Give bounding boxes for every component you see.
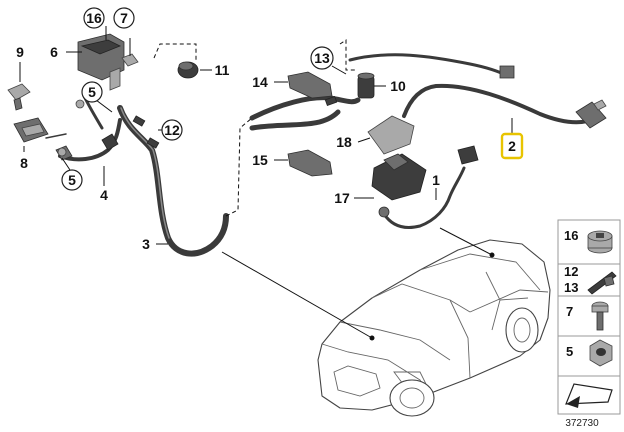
callout-circle-5b xyxy=(61,169,83,191)
callout-4: 4 xyxy=(100,187,108,203)
legend-label-5: 5 xyxy=(566,344,573,359)
callout-18: 18 xyxy=(336,134,352,150)
bolt-icon xyxy=(591,301,609,331)
callout-5a: 5 xyxy=(88,84,96,100)
callout-circle-12 xyxy=(161,119,183,141)
dash-11-bracket xyxy=(153,43,197,60)
callout-1: 1 xyxy=(432,172,440,188)
callout-6: 6 xyxy=(50,44,58,60)
callout-3: 3 xyxy=(142,236,150,252)
legend-label-7: 7 xyxy=(566,304,573,319)
callout-9: 9 xyxy=(16,44,24,60)
cable-tie-icon xyxy=(587,271,617,295)
legend-label-12: 12 xyxy=(564,264,578,279)
legend-label-13: 13 xyxy=(564,280,578,295)
part-11-grommet xyxy=(177,61,199,79)
part-15-bracket xyxy=(287,149,333,177)
part-12-cable-tie xyxy=(132,95,338,149)
reference-number: 372730 xyxy=(565,418,599,429)
callout-16: 16 xyxy=(86,10,102,26)
callout-12: 12 xyxy=(164,122,180,138)
cable-3 xyxy=(117,95,361,257)
part-8-clamp xyxy=(13,117,67,143)
legend-cell-7 xyxy=(557,295,621,337)
callout-7: 7 xyxy=(120,10,128,26)
callout-17: 17 xyxy=(334,190,350,206)
part-18-cover xyxy=(367,115,415,155)
part-7-nut xyxy=(121,53,139,67)
vehicle-outline xyxy=(317,239,551,417)
direction-arrow-icon xyxy=(565,383,613,408)
callout-11: 11 xyxy=(215,62,230,78)
callout-circle-13 xyxy=(310,46,334,70)
part-9-terminal xyxy=(7,83,31,111)
part-14-bracket xyxy=(287,71,333,99)
callout-2: 2 xyxy=(508,138,516,154)
callouts: 16 7 6 9 11 5 12 8 5 4 3 13 14 10 18 15 xyxy=(16,7,524,252)
callout-5b: 5 xyxy=(68,172,76,188)
cable-1 xyxy=(378,145,479,229)
callout-circle-7 xyxy=(113,7,135,29)
part-6-fuse-box xyxy=(77,33,125,91)
callout-10: 10 xyxy=(390,78,406,94)
ring-terminals xyxy=(57,99,85,157)
plug-icon xyxy=(587,230,613,254)
legend-panel: 16 12 13 7 5 xyxy=(557,219,621,415)
cable-2 xyxy=(348,53,607,129)
callout-13: 13 xyxy=(314,50,330,66)
callout-15: 15 xyxy=(252,152,268,168)
callout-14: 14 xyxy=(252,74,268,90)
part-17-safety-terminal xyxy=(371,153,427,201)
legend-label-16: 16 xyxy=(564,228,578,243)
nut-icon xyxy=(589,339,613,367)
part-10-stud xyxy=(357,72,375,99)
callout-circle-5a xyxy=(81,81,103,103)
callout-circle-16 xyxy=(83,7,105,29)
callout-2-highlight xyxy=(500,132,524,160)
callout-8: 8 xyxy=(20,155,28,171)
dash-13-bracket xyxy=(339,39,356,71)
